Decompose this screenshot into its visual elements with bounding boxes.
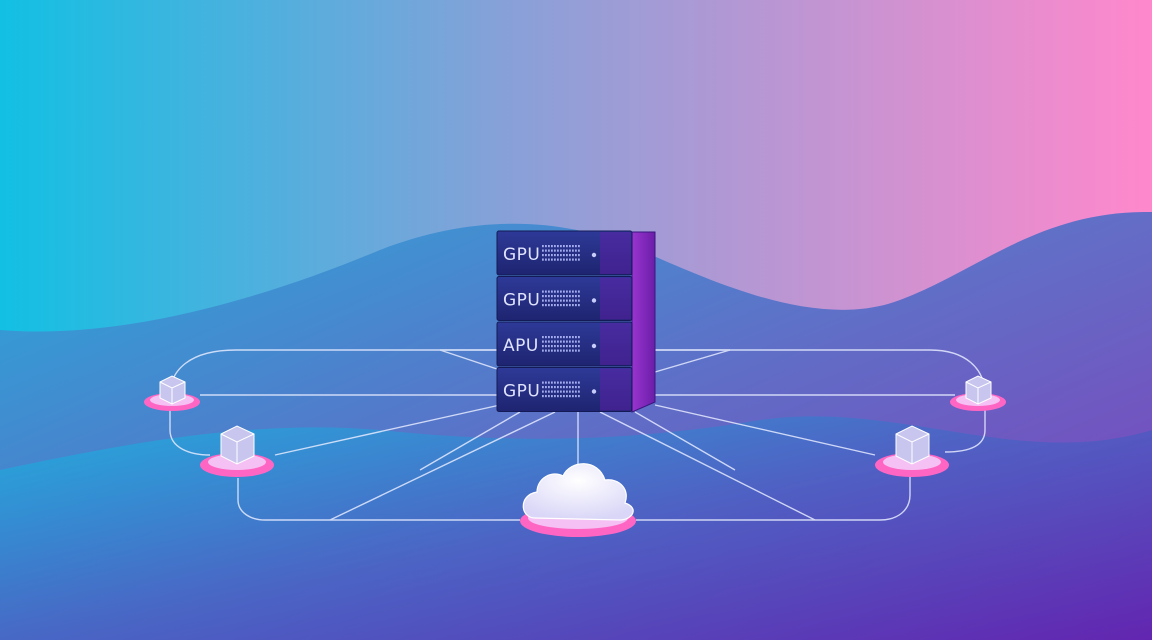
- vent-grille: [542, 336, 580, 352]
- server-unit-front: [496, 230, 633, 276]
- cloud-node: [520, 463, 636, 537]
- vent-grille: [542, 245, 580, 261]
- server-unit-label: GPU: [503, 291, 540, 311]
- cube-node-icon: [159, 375, 186, 405]
- vent-grille: [542, 381, 580, 398]
- server-unit-front: [496, 367, 633, 412]
- server-rack-icon: GPU GPU APU GPU: [496, 230, 633, 412]
- server-unit-panel: [600, 232, 631, 274]
- server-unit: APU: [496, 321, 633, 367]
- status-led: [591, 298, 597, 303]
- cube-node-icon: [965, 375, 992, 405]
- cube-node-icon: [895, 425, 930, 465]
- cloud-icon: [522, 463, 634, 521]
- server-rack: GPU GPU APU GPU: [496, 230, 656, 413]
- cube-node-icon: [220, 425, 255, 465]
- server-unit-label: GPU: [503, 382, 540, 402]
- server-unit-label: APU: [503, 336, 539, 356]
- server-unit-panel: [600, 368, 631, 411]
- server-unit-front: [496, 321, 633, 367]
- server-unit-label: GPU: [503, 245, 540, 265]
- server-unit-panel: [600, 277, 631, 320]
- server-unit: GPU: [496, 367, 633, 412]
- server-unit: GPU: [496, 230, 633, 276]
- status-led: [591, 389, 597, 394]
- server-unit-front: [496, 276, 633, 321]
- connection-lines: [169, 349, 986, 521]
- status-led: [591, 343, 597, 349]
- node-right-far: [950, 375, 1006, 411]
- node-right-near: [875, 425, 949, 477]
- node-left-far: [144, 375, 200, 411]
- server-unit: GPU: [496, 276, 633, 321]
- server-rack-side: [632, 232, 655, 412]
- server-unit-panel: [600, 323, 631, 365]
- status-led: [591, 252, 597, 258]
- node-left-near: [200, 425, 274, 477]
- vent-grille: [542, 290, 580, 307]
